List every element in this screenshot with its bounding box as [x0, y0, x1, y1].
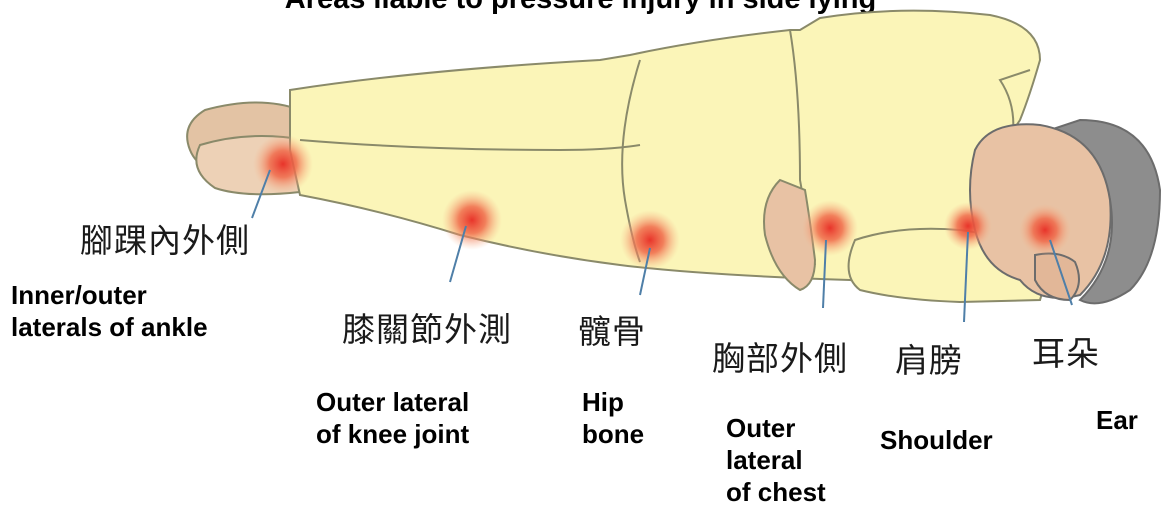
- pressure-spot-ankle: [253, 134, 313, 194]
- hip-label-zh: 髖骨: [578, 313, 646, 351]
- knee-label-en: Outer lateral of knee joint: [316, 386, 469, 450]
- chest-label-en: Outer lateral of chest: [726, 412, 826, 508]
- pressure-spot-hip: [620, 210, 680, 270]
- pressure-spot-knee: [442, 190, 502, 250]
- ear-label-zh: 耳朵: [1032, 335, 1100, 373]
- hip-label-en: Hip bone: [582, 386, 644, 450]
- pressure-spot-chest: [802, 200, 858, 256]
- shoulder-label-en: Shoulder: [880, 424, 993, 456]
- knee-label-zh: 膝關節外測: [342, 311, 512, 349]
- chest-label-zh: 胸部外側: [712, 340, 848, 378]
- ear-label-en: Ear: [1096, 404, 1138, 436]
- pressure-spot-ear: [1019, 204, 1071, 256]
- shoulder-label-zh: 肩膀: [895, 342, 963, 380]
- ankle-label-en: Inner/outer laterals of ankle: [11, 279, 208, 343]
- ankle-label-zh: 腳踝內外側: [80, 222, 250, 260]
